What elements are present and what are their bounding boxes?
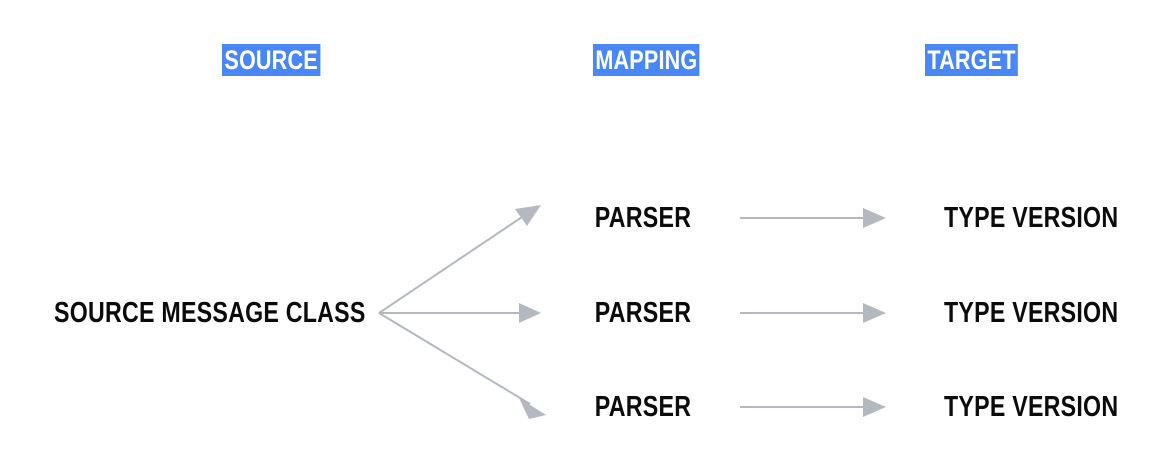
node-type-version-0: TYPE VERSION: [944, 202, 1119, 234]
node-source-message-class: SOURCE MESSAGE CLASS: [54, 297, 366, 329]
edge-source-to-parser-0: [378, 205, 541, 314]
node-type-version-1: TYPE VERSION: [944, 297, 1119, 329]
edge-parser-2-to-type-2: [740, 397, 886, 417]
node-parser-2: PARSER: [594, 391, 692, 423]
edge-parser-0-to-type-0: [740, 208, 886, 228]
node-parser-1: PARSER: [594, 297, 692, 329]
column-header-mapping: MAPPING: [593, 44, 700, 76]
node-parser-0: PARSER: [594, 202, 692, 234]
edge-source-to-parser-2: [378, 312, 546, 419]
column-header-target: TARGET: [925, 44, 1018, 76]
node-type-version-2: TYPE VERSION: [944, 391, 1119, 423]
column-header-source: SOURCE: [222, 44, 321, 76]
edge-parser-1-to-type-1: [740, 303, 886, 323]
edge-source-to-parser-1: [379, 303, 541, 323]
